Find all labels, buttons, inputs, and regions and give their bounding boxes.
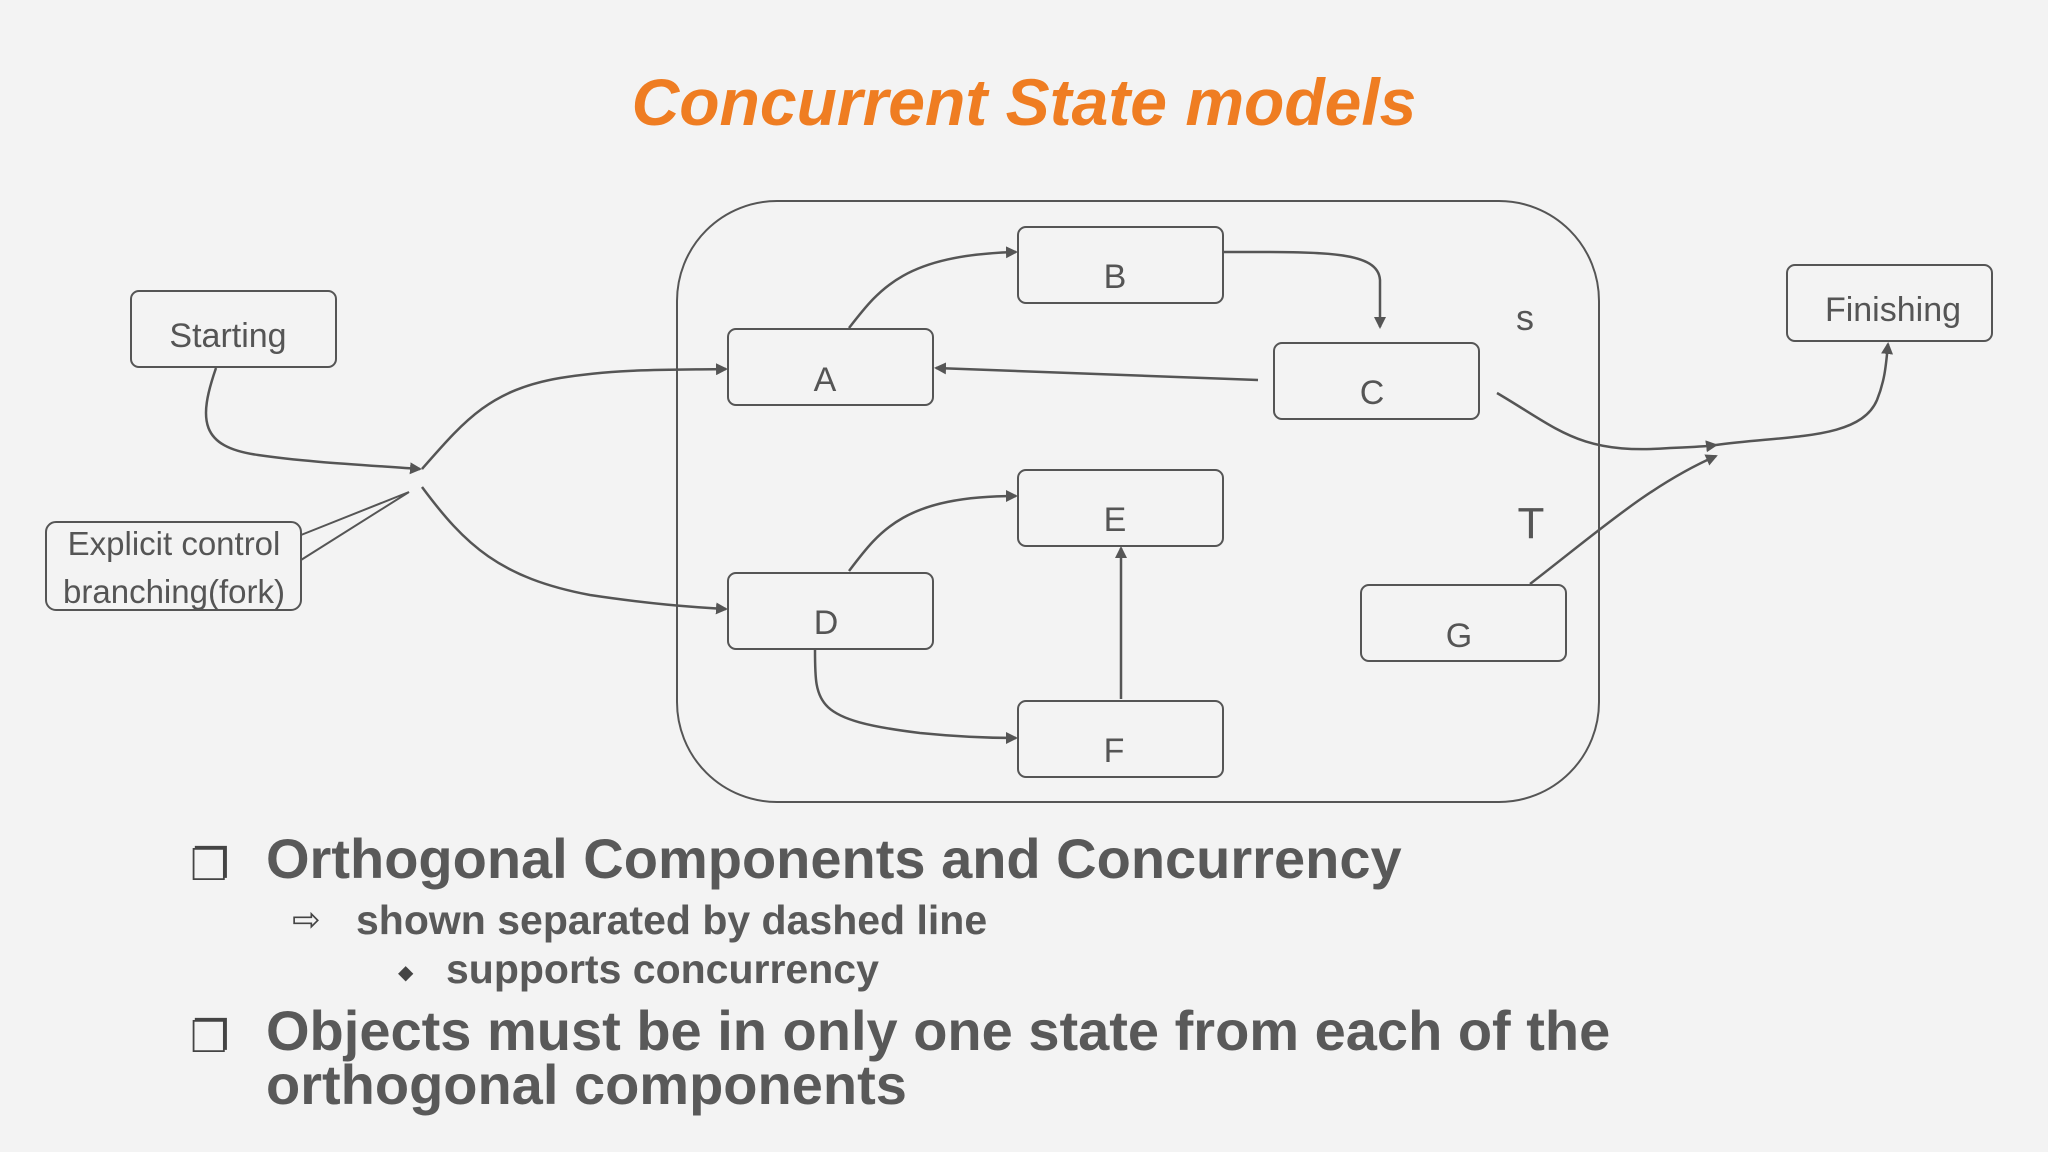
transition-c-to-a [934,362,1259,382]
region-label-t: T [1518,499,1545,548]
state-b-label: B [1104,258,1127,296]
state-a-label: A [814,361,837,399]
state-f-label: F [1104,732,1125,770]
fork-callout: Explicit control branching(fork) [45,491,410,611]
state-g[interactable]: G [1360,584,1567,662]
transition-a-to-b [848,246,1018,329]
state-e-label: E [1104,501,1127,539]
transition-g-to-join [1529,454,1718,585]
transition-c-to-join [1496,391,1718,453]
composite-state-container [676,200,1600,803]
fork-callout-line1: Explicit control [68,525,281,562]
state-a[interactable]: A [727,328,934,406]
region-label-s: s [1516,297,1534,338]
transition-fork-to-d [420,486,728,615]
state-b[interactable]: B [1017,226,1224,304]
transition-d-to-e [848,490,1018,572]
transition-b-to-c [1223,250,1386,329]
state-starting-label: Starting [169,317,286,355]
state-starting[interactable]: Starting [130,290,337,368]
state-c[interactable]: C [1273,342,1480,420]
state-f[interactable]: F [1017,700,1224,778]
transition-d-to-f [813,649,1018,744]
state-g-label: G [1446,617,1472,655]
fork-callout-line2: branching(fork) [63,573,285,610]
state-d[interactable]: D [727,572,934,650]
transition-fork-to-a [421,363,728,470]
state-finishing-label: Finishing [1825,291,1961,329]
slide-title: Concurrent State models [631,65,1417,139]
state-c-label: C [1360,374,1385,412]
transition-starting-to-fork [204,367,422,475]
state-finishing[interactable]: Finishing [1786,264,1993,342]
transition-join-to-finishing [1715,342,1894,447]
state-d-label: D [814,604,839,642]
state-e[interactable]: E [1017,469,1224,547]
